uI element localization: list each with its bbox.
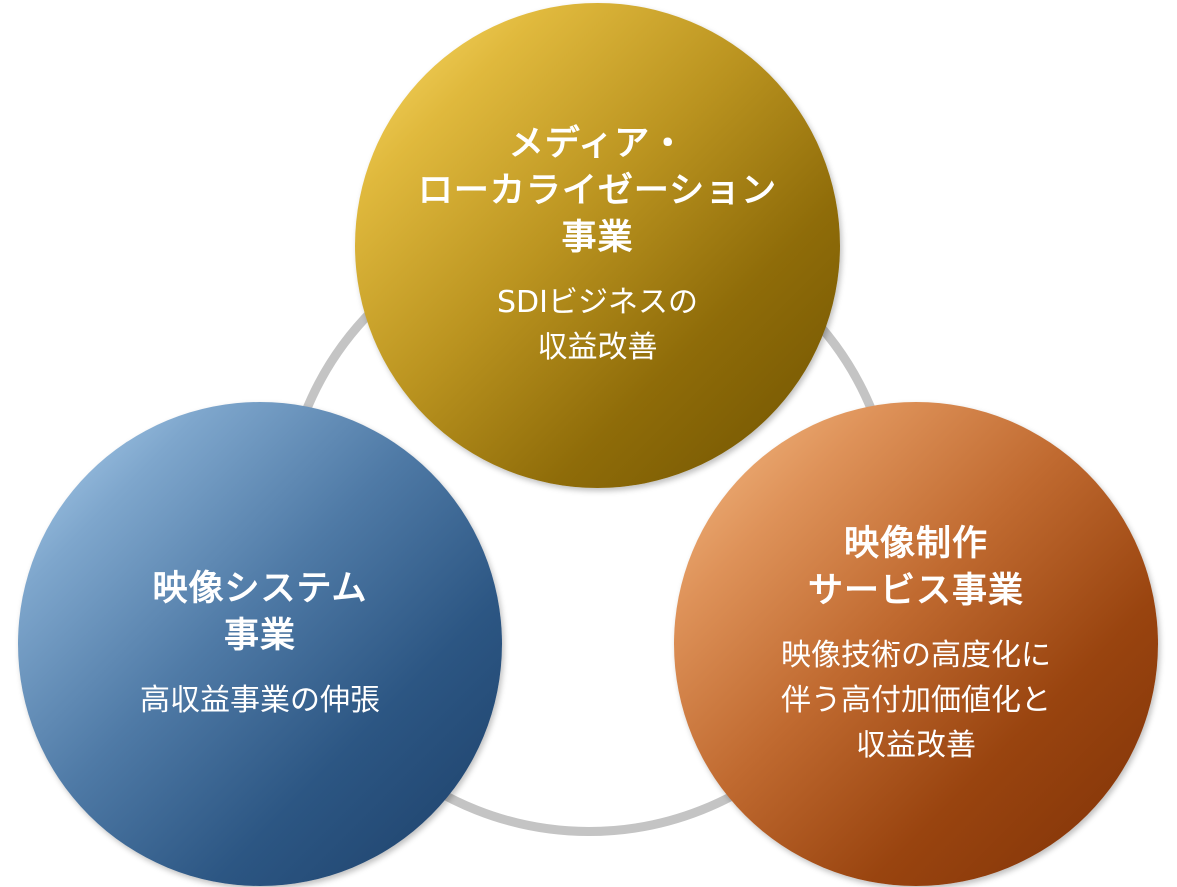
media-localization-description: SDIビジネスの 収益改善 bbox=[497, 285, 698, 365]
video-system-description: 高収益事業の伸張 bbox=[140, 682, 380, 718]
video-system-title: 映像システム 事業 bbox=[152, 568, 368, 656]
video-production-title: 映像制作 サービス事業 bbox=[807, 523, 1024, 611]
video-system-circle: 映像システム 事業 高収益事業の伸張 bbox=[18, 402, 502, 886]
video-production-circle: 映像制作 サービス事業 映像技術の高度化に 伴う高付加価値化と 収益改善 bbox=[674, 402, 1158, 886]
media-localization-circle: メディア・ ローカライゼーション 事業 SDIビジネスの 収益改善 bbox=[355, 3, 840, 488]
video-production-description: 映像技術の高度化に 伴う高付加価値化と 収益改善 bbox=[781, 637, 1051, 763]
media-localization-title: メディア・ ローカライゼーション 事業 bbox=[417, 124, 778, 258]
